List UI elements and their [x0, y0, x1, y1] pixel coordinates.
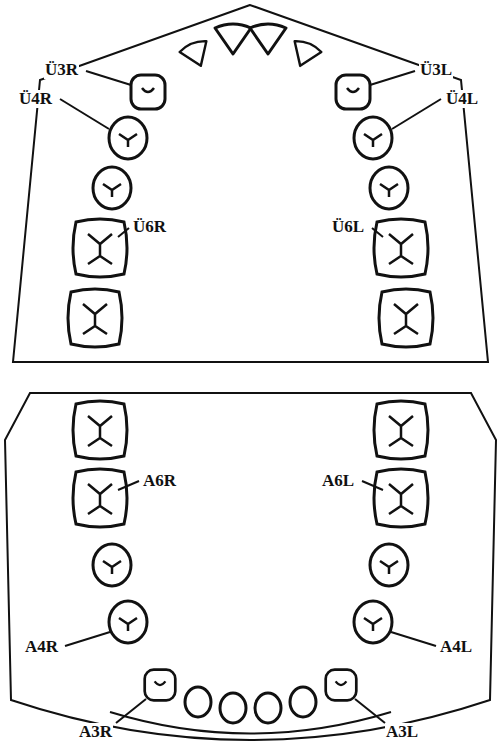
leader-line — [392, 99, 441, 129]
lower-premolar — [354, 601, 392, 643]
tooth-label: Ü6L — [331, 218, 365, 236]
tooth-label: Ü6R — [132, 218, 167, 236]
tooth-label: Ü4L — [445, 90, 479, 108]
tooth-label: Ü4R — [18, 90, 53, 108]
leader-line — [118, 228, 129, 237]
upper-canine — [336, 75, 370, 109]
lower-molar — [73, 401, 127, 459]
upper-incisor — [287, 38, 323, 71]
tooth-label: A6R — [142, 472, 177, 490]
upper-incisor — [250, 24, 286, 54]
lower-incisor — [290, 687, 316, 717]
leader-line — [60, 99, 109, 129]
upper-model-outline — [13, 5, 488, 362]
lower-labial-line — [110, 712, 391, 734]
leader-line — [372, 228, 383, 237]
upper-canine — [131, 75, 165, 109]
upper-premolar — [93, 167, 131, 209]
tooth-label: A3L — [385, 723, 419, 741]
lower-molar — [374, 401, 428, 459]
lower-model-outline — [5, 393, 496, 740]
leader-line — [65, 632, 110, 646]
lower-premolar — [370, 544, 408, 586]
tooth-label: Ü3L — [419, 61, 453, 79]
leader-line — [118, 481, 139, 490]
upper-molar — [73, 219, 127, 277]
tooth-label: A4L — [439, 638, 473, 656]
leader-line — [116, 699, 146, 723]
tooth-label: Ü3R — [44, 61, 79, 79]
upper-premolar — [109, 117, 147, 159]
upper-incisor — [178, 38, 214, 71]
leader-line — [355, 699, 385, 723]
lower-incisor — [185, 687, 211, 717]
tooth-label: A4R — [24, 638, 59, 656]
lower-canine — [326, 670, 357, 701]
lower-premolar — [93, 544, 131, 586]
lower-molar — [374, 469, 428, 527]
lower-incisor — [220, 693, 246, 723]
upper-molar — [374, 219, 428, 277]
leader-line — [362, 481, 383, 490]
leader-line — [391, 632, 436, 646]
upper-premolar — [354, 117, 392, 159]
upper-premolar — [370, 167, 408, 209]
upper-incisor — [215, 24, 251, 54]
lower-premolar — [109, 601, 147, 643]
upper-molar — [379, 289, 433, 347]
lower-molar — [73, 469, 127, 527]
tooth-label: A3R — [78, 723, 113, 741]
leader-line — [370, 71, 415, 85]
leader-lines — [60, 71, 441, 723]
lower-incisor — [255, 693, 281, 723]
leader-line — [86, 71, 131, 85]
upper-molar — [68, 289, 122, 347]
lower-canine — [145, 670, 176, 701]
tooth-label: A6L — [321, 472, 355, 490]
